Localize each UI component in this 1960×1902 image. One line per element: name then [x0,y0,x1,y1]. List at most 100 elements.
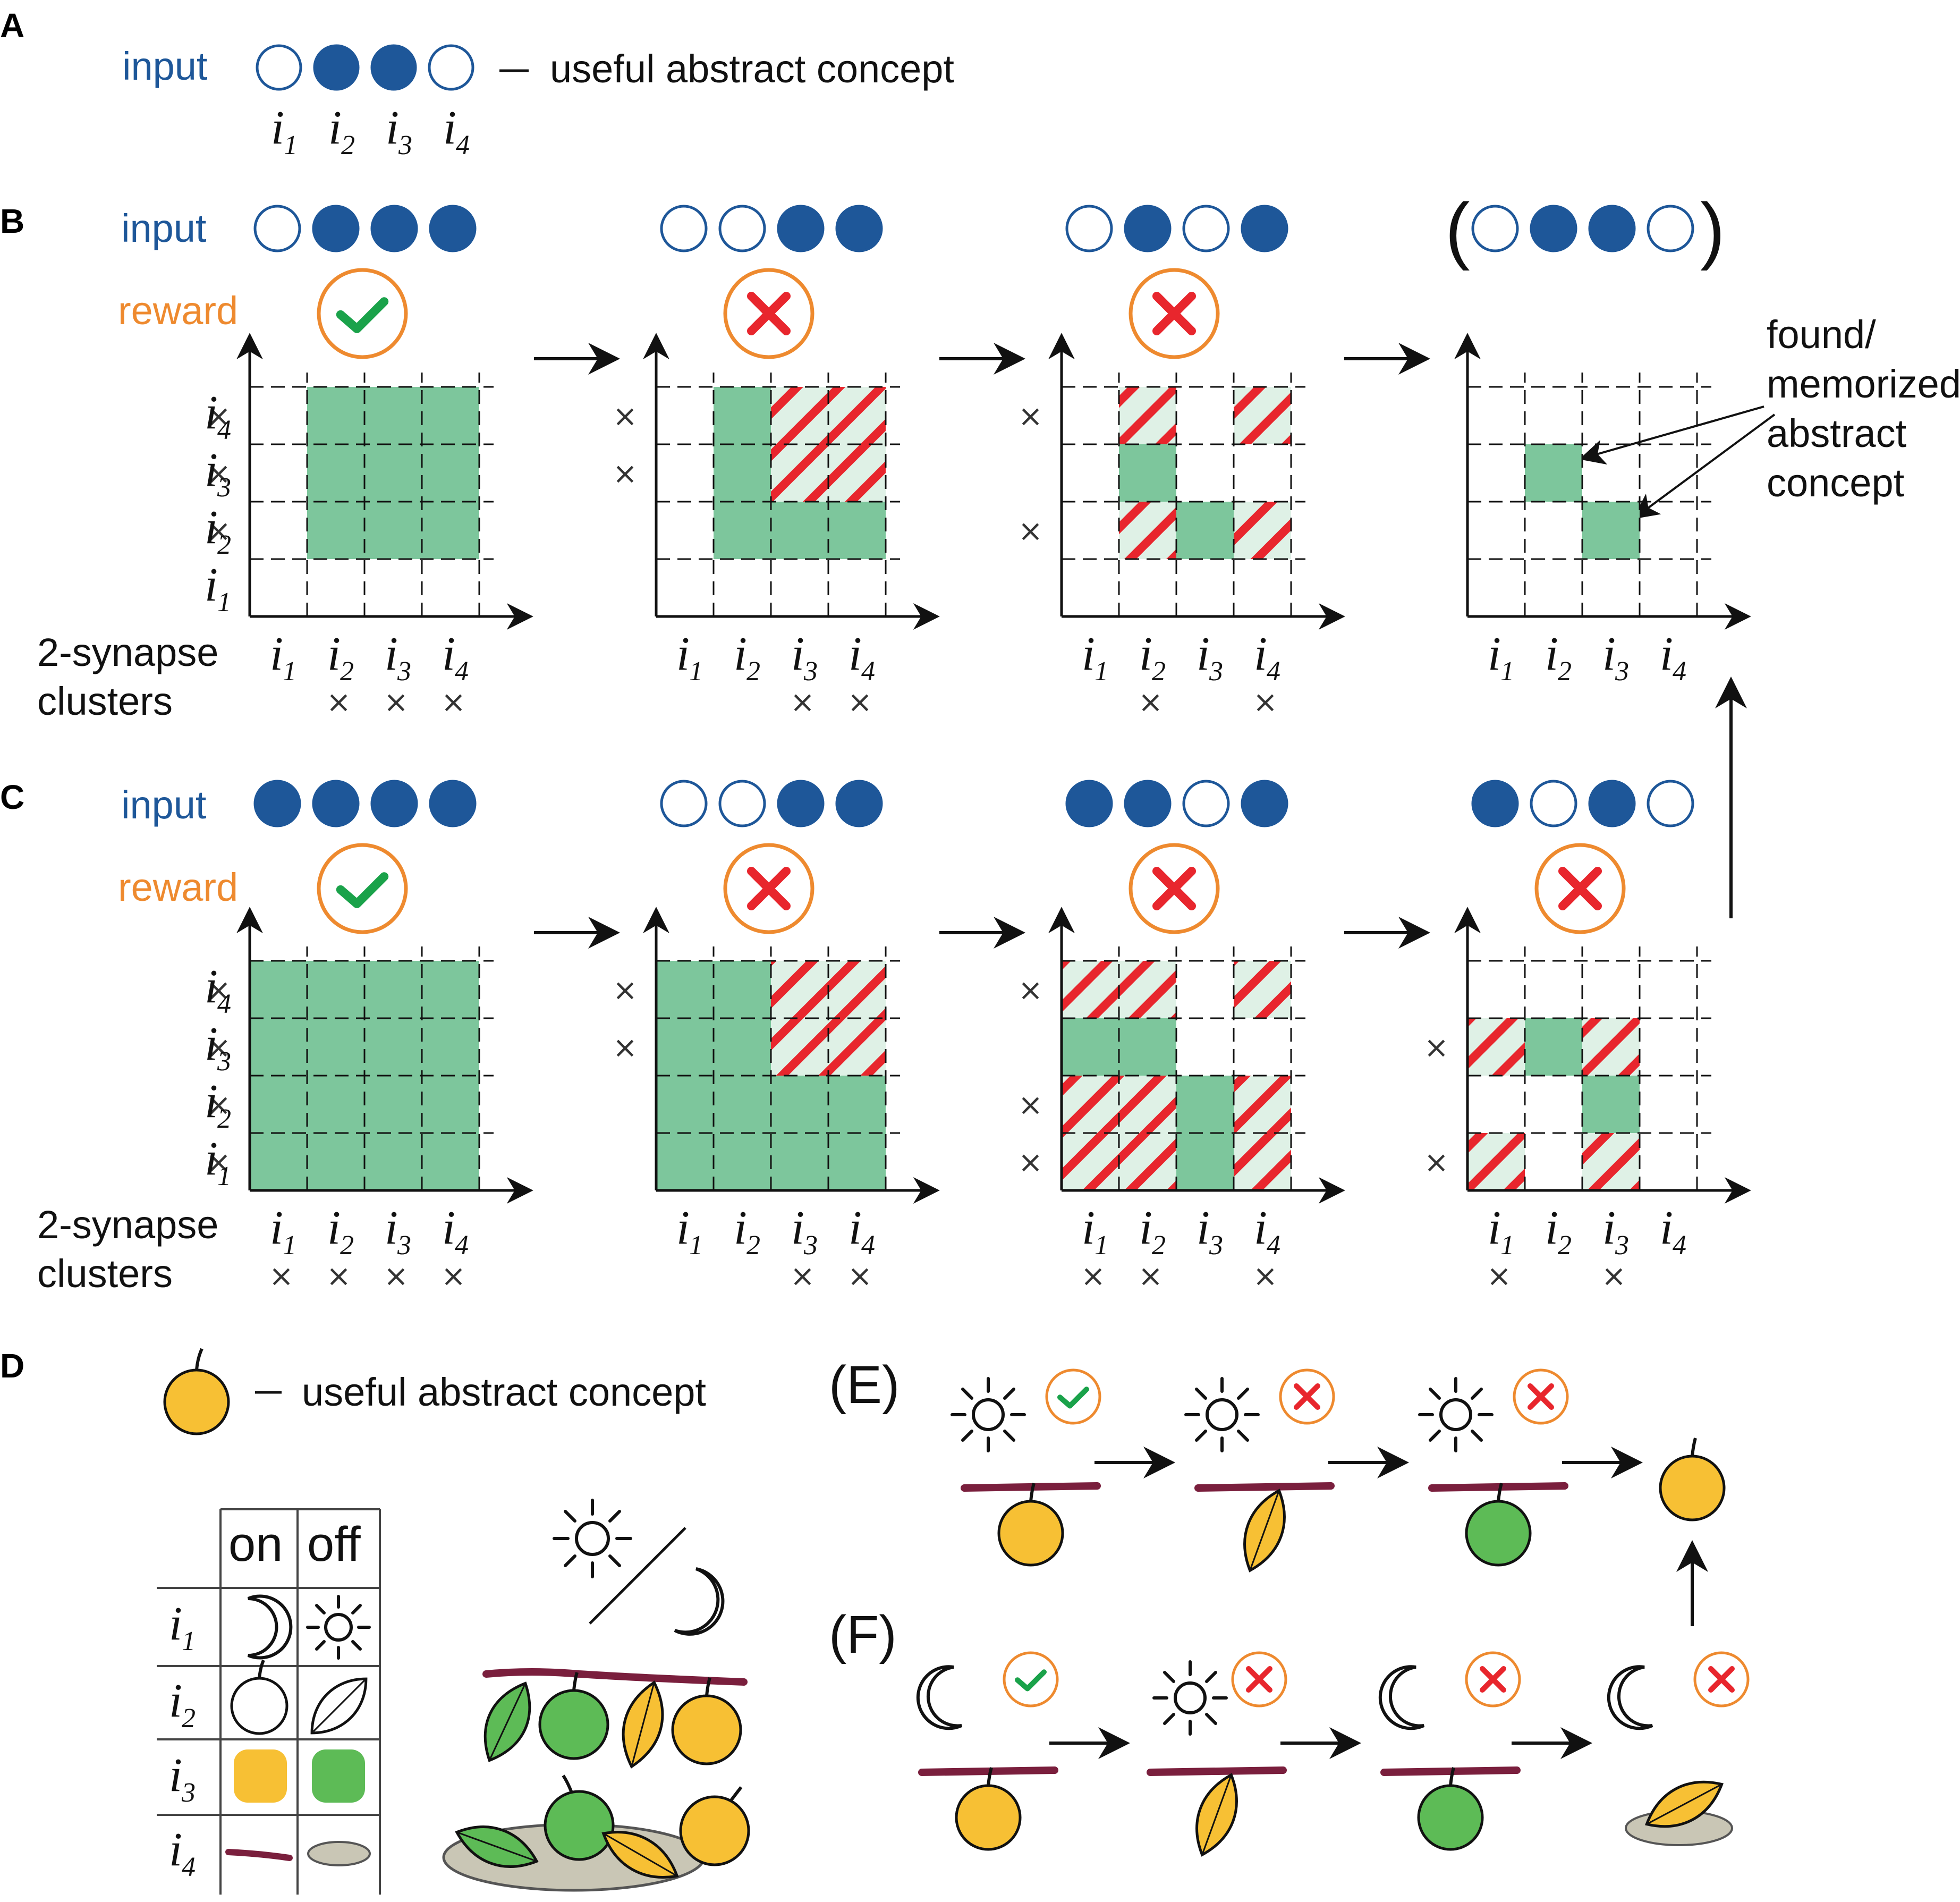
branch-icon [225,1849,293,1861]
green-cell [250,961,307,1018]
cross-icon [747,292,791,335]
y-tick-b-2-sub: 2 [217,530,231,560]
x-tick-4-main: i [1660,1202,1673,1254]
step-b-2-input-3 [777,205,825,252]
step-f-2 [1147,1651,1287,1857]
y-tick-b-3-main: i [205,444,218,496]
y-active-cross: × [613,973,638,1008]
green-cell [307,502,364,559]
input-circle-a-3 [370,44,417,91]
yellow-fruit [679,1786,750,1866]
hatched-cell [1467,1133,1525,1190]
y-tick-b-4-main: i [205,386,218,439]
x-tick-4-main: i [1254,628,1267,680]
sun-ray [1205,1713,1217,1725]
x-tick-1-main: i [1488,628,1501,680]
input-label-b: input [121,206,207,250]
panel-label-c: C [0,778,24,816]
step-b-3-header [1065,205,1288,359]
x-active-cross: × [441,685,466,720]
green-cell [828,1076,886,1133]
step-c-4-input-3 [1588,780,1636,827]
step-b-4-input-2 [1530,205,1577,252]
cross-icon [1480,1666,1506,1693]
green-cell [1525,444,1582,502]
green-cell [364,1018,422,1076]
x-tick-3-sub: 3 [397,656,411,687]
input-label-a: input [122,44,208,88]
green-leaf [455,1825,539,1868]
step-b-2-header [660,205,883,359]
sun-ray [1237,1430,1249,1442]
panel-label-b: B [0,202,24,240]
y-active-cross: × [613,399,638,434]
green-cell [364,1133,422,1190]
hatched-cell [771,444,828,502]
sun-ray [1163,1713,1175,1725]
x-active-cross: × [269,1259,294,1294]
input-label-a-4-main: i [443,102,456,154]
y-tick-c-1-sub: 1 [217,1161,231,1191]
step-b-1-input-2 [312,205,360,252]
step-b-2-input-4 [835,205,883,252]
green-cell [714,1018,771,1076]
input-label-a-3-sub: 3 [398,130,412,160]
x-tick-4-main: i [442,1202,455,1254]
sun-icon [1152,1660,1228,1736]
x-tick-2-main: i [1139,628,1152,680]
sun-ray [1429,1388,1441,1400]
sun-ray [1471,1388,1483,1400]
green-cell [422,1133,479,1190]
sun-ray [1003,1430,1015,1442]
hatched-cell [828,1018,886,1076]
input-circle-a-4 [428,44,474,91]
step-c-1-header [253,780,477,934]
green-cell [250,1133,307,1190]
sun-ray [961,1388,973,1400]
step-b-1-input-4 [429,205,477,252]
table-row-label-2-sub: 2 [182,1703,196,1734]
check-icon [1057,1387,1089,1409]
green-cell [714,1133,771,1190]
input-circles-a [256,44,474,91]
x-tick-1-sub: 1 [689,656,703,687]
green-cell [422,1076,479,1133]
cross-icon [747,867,791,910]
step-c-3-input-3 [1182,780,1230,827]
x-tick-4-sub: 4 [861,656,875,687]
cluster-label-b-2: clusters [37,679,173,723]
step-b-2-input-1 [660,205,708,252]
sun-ray [1163,1671,1175,1683]
x-tick-4-sub: 4 [455,656,469,687]
annotation-arrow-1 [1579,405,1764,465]
hatched-cell [828,387,886,444]
x-tick-4-main: i [1254,1202,1267,1254]
step-c-1-input-3 [370,780,418,827]
hatched-cell [1234,961,1291,1018]
table-row-label-1-main: i [169,1597,182,1650]
x-tick-3-main: i [1197,1202,1210,1254]
x-tick-1-main: i [1488,1202,1501,1254]
cross-icon [1558,867,1602,910]
y-active-cross: × [206,1145,231,1180]
green-cell [714,502,771,559]
y-active-cross: × [1424,1145,1449,1180]
sun-disc [1206,1398,1238,1431]
step-b-4-input-4 [1647,205,1694,252]
table-row-label-3-main: i [169,1749,182,1802]
hatched-cell [828,444,886,502]
y-tick-c-4-main: i [205,960,218,1013]
input-label-a-2-main: i [328,102,342,154]
moon-icon [1378,1665,1425,1730]
sun-ray [1205,1671,1217,1683]
branch [961,1482,1101,1492]
table-header-on: on [228,1517,283,1571]
x-active-cross: × [441,1259,466,1294]
green-cell [364,387,422,444]
x-tick-2-main: i [1545,1202,1558,1254]
x-tick-3-main: i [791,628,804,680]
x-tick-2-main: i [734,628,747,680]
